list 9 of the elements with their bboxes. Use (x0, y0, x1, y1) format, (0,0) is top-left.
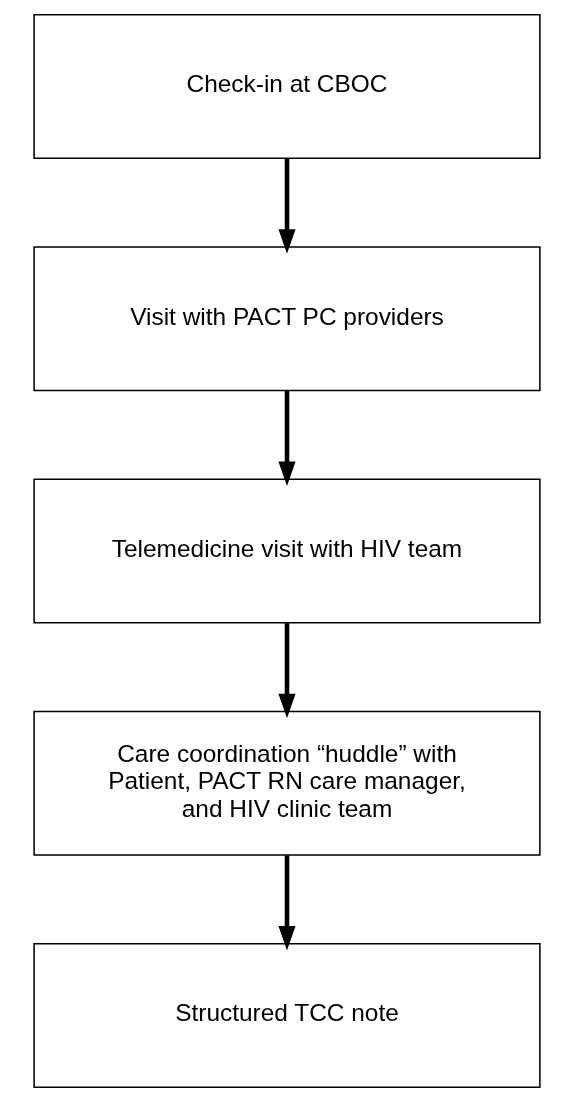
arrow (278, 158, 296, 254)
node-box: Visit with PACT PC providers (33, 246, 541, 392)
node-box: Care coordination “huddle” with Patient, PACT RN care manager, and HIV clinic team (33, 710, 541, 856)
node-box: Check-in at CBOC (33, 13, 541, 160)
arrow (278, 855, 296, 951)
node-box: Structured TCC note (33, 942, 541, 1089)
node-box: Telemedicine visit with HIV team (33, 478, 541, 624)
arrow (278, 390, 296, 486)
arrow (278, 623, 296, 719)
